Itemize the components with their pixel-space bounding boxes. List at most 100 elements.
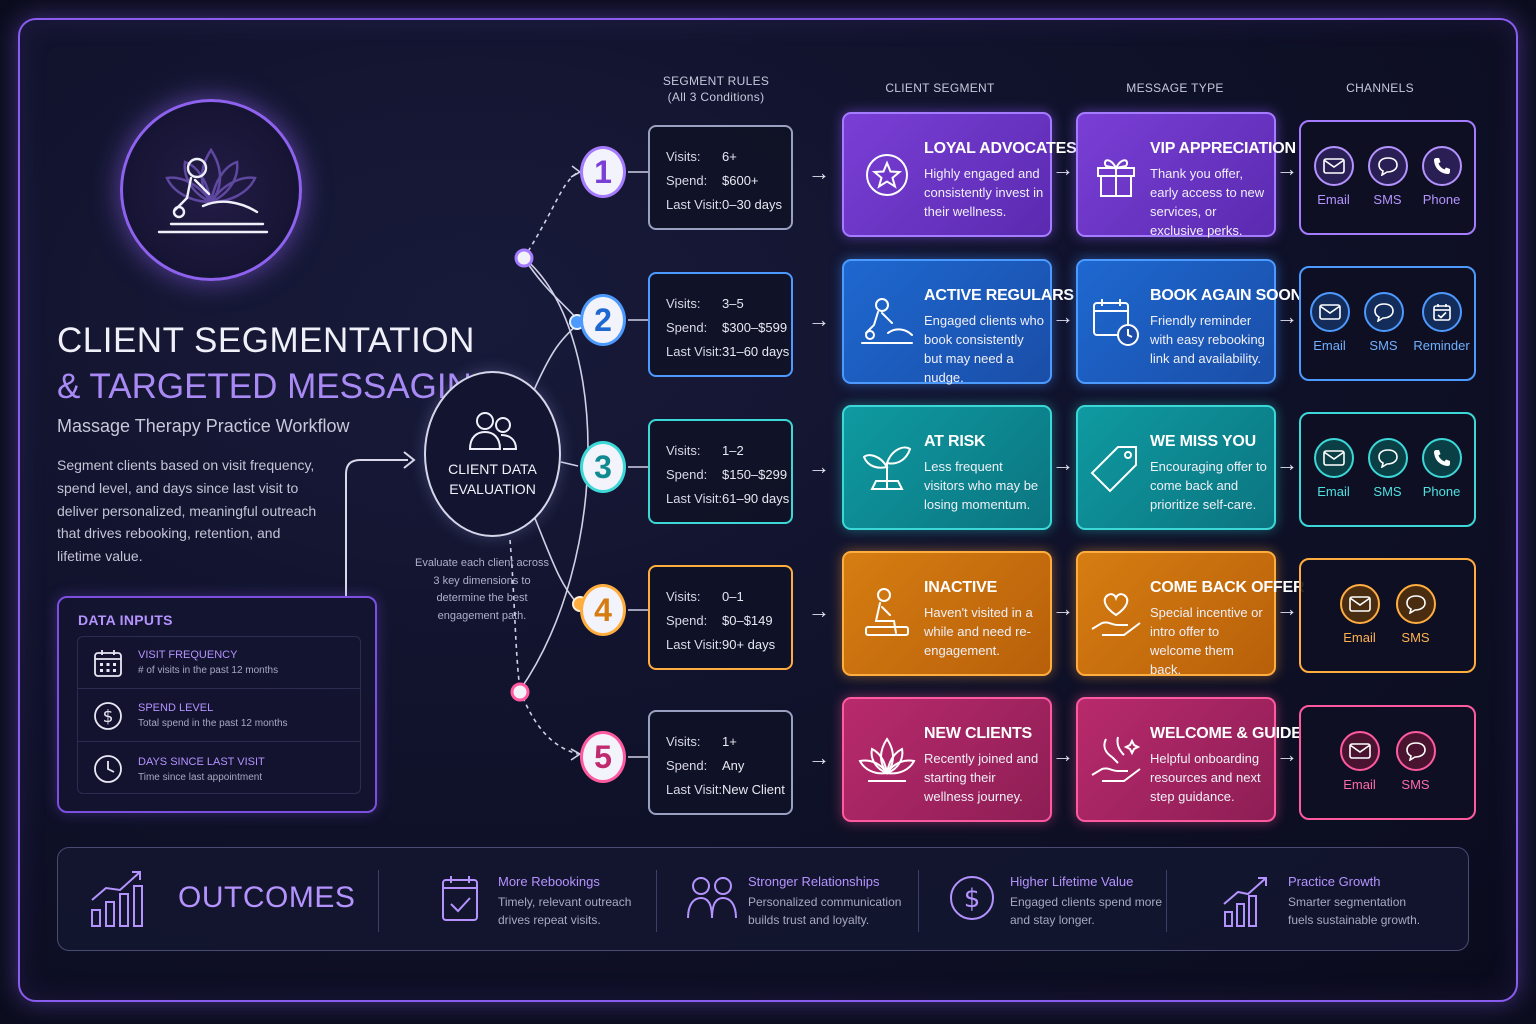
input-label: DAYS SINCE LAST VISIT [138, 755, 265, 768]
message-card-vip-appreciation[interactable]: VIP APPRECIATION Thank you offer, early … [1076, 112, 1296, 238]
clock-icon [94, 755, 122, 783]
input-sub: # of visits in the past 12 months [138, 665, 279, 676]
channel-label: Phone [1422, 484, 1461, 499]
channel-sms[interactable]: SMS [1393, 731, 1439, 818]
rule-box-2: Visits:3–5 Spend:$300–$599 Last Visit:31… [648, 272, 793, 377]
calendar-check-icon [442, 876, 478, 921]
segment-card-inactive[interactable]: INACTIVE Haven't visited in a while and … [842, 551, 1052, 676]
rule-spend: Any [722, 758, 745, 773]
sms-bubble-icon [1377, 157, 1398, 176]
tag-icon [1090, 446, 1137, 493]
outcome-title: More Rebookings [498, 874, 600, 889]
rule-key: Last Visit: [666, 344, 723, 359]
rule-last-visit: New Client [722, 782, 785, 797]
email-icon [1348, 743, 1371, 759]
sms-bubble-icon [1373, 303, 1394, 322]
segment-badge-3: 3 [580, 441, 626, 493]
segment-card-new-clients[interactable]: NEW CLIENTS Recently joined and starting… [842, 697, 1052, 822]
channel-label: Email [1317, 192, 1350, 207]
growth-bars-icon [1223, 877, 1267, 927]
center-caption: Evaluate each client across 3 key dimens… [415, 557, 549, 622]
lotus-icon [858, 737, 916, 782]
channel-label: SMS [1401, 630, 1430, 645]
calendar-icon [94, 649, 122, 677]
massage-lotus-icon [157, 147, 269, 234]
message-title: WE MISS YOU [1150, 433, 1256, 450]
channels-box-3: Email SMS Phone [1299, 412, 1476, 527]
channel-sms[interactable]: SMS [1365, 146, 1411, 233]
col-header-message: MESSAGE TYPE [1126, 81, 1224, 95]
channel-email[interactable]: Email [1337, 584, 1383, 671]
outcome-stronger-relationships: Stronger Relationships Personalized comm… [748, 874, 901, 929]
segment-badge-4: 4 [580, 584, 626, 636]
center-line1: CLIENT DATA [448, 461, 537, 477]
outcomes-panel: OUTCOMES More Rebookings Timely, relevan… [57, 847, 1469, 951]
outcome-title: Higher Lifetime Value [1010, 874, 1134, 889]
rule-last-visit: 90+ days [722, 637, 776, 652]
input-label: VISIT FREQUENCY [138, 649, 238, 661]
channel-email[interactable]: Email [1307, 292, 1353, 379]
people-icon [687, 877, 737, 919]
rule-last-visit: 31–60 days [722, 344, 790, 359]
channel-sms[interactable]: SMS [1365, 438, 1411, 525]
calendar-clock-icon [1093, 299, 1139, 346]
channel-sms[interactable]: SMS [1361, 292, 1407, 379]
segment-body: Haven't visited in a while and need re-e… [924, 605, 1033, 658]
hand-sparkle-icon [1091, 736, 1141, 782]
rule-key: Last Visit: [666, 491, 723, 506]
arrow-right-icon: → [1276, 742, 1298, 767]
arrow-right-icon: → [1052, 596, 1074, 621]
rule-key: Spend: [666, 320, 708, 335]
channel-phone[interactable]: Phone [1419, 146, 1465, 233]
center-line2: EVALUATION [449, 481, 536, 497]
channel-label: SMS [1373, 484, 1402, 499]
arrow-right-icon: → [1276, 304, 1298, 329]
message-body: Friendly reminder with easy rebooking li… [1150, 313, 1265, 366]
segment-card-at-risk[interactable]: AT RISK Less frequent visitors who may b… [842, 405, 1052, 530]
seated-person-icon [865, 588, 909, 636]
segment-card-loyal-advocates[interactable]: LOYAL ADVOCATES Highly engaged and consi… [842, 112, 1077, 237]
channel-phone[interactable]: Phone [1419, 438, 1465, 525]
sms-bubble-icon [1405, 595, 1426, 614]
rule-key: Spend: [666, 467, 708, 482]
dollar-circle-icon: $ [950, 876, 994, 920]
message-card-we-miss-you[interactable]: WE MISS YOU Encouraging offer to come ba… [1076, 405, 1276, 530]
message-title: COME BACK OFFER [1150, 579, 1305, 596]
arrow-right-icon: → [1052, 742, 1074, 767]
message-card-book-again-soon[interactable]: BOOK AGAIN SOON Friendly reminder with e… [1076, 259, 1302, 384]
channel-sms[interactable]: SMS [1393, 584, 1439, 671]
channel-label: Email [1343, 777, 1376, 792]
arrow-right-icon: → [808, 160, 830, 185]
segment-body: Engaged clients who book consistently bu… [924, 313, 1044, 385]
rule-box-5: Visits:1+ Spend:Any Last Visit:New Clien… [648, 710, 793, 815]
rule-visits: 0–1 [722, 589, 744, 604]
rule-spend: $600+ [722, 173, 759, 188]
message-title: WELCOME & GUIDE [1150, 725, 1302, 742]
channels-box-5: Email SMS [1299, 705, 1476, 820]
email-icon [1322, 450, 1345, 466]
outcome-title: Stronger Relationships [748, 874, 880, 889]
rule-key: Last Visit: [666, 637, 723, 652]
email-icon [1322, 158, 1345, 174]
divider [1166, 870, 1167, 932]
outcome-body: Personalized communication [748, 895, 902, 909]
rule-key: Last Visit: [666, 782, 723, 797]
channel-email[interactable]: Email [1311, 146, 1357, 233]
dollar-icon: $ [94, 701, 122, 730]
channel-email[interactable]: Email [1337, 731, 1383, 818]
segment-title: AT RISK [924, 433, 986, 450]
message-card-come-back-offer[interactable]: COME BACK OFFER Special incentive or int… [1076, 551, 1305, 677]
rule-key: Visits: [666, 149, 701, 164]
channel-reminder[interactable]: Reminder [1413, 292, 1470, 379]
arrow-right-icon: → [1052, 156, 1074, 181]
growth-chart-icon [91, 871, 143, 927]
message-card-welcome-guide[interactable]: WELCOME & GUIDE Helpful onboarding resou… [1076, 697, 1302, 822]
rule-box-3: Visits:1–2 Spend:$150–$299 Last Visit:61… [648, 419, 793, 524]
channel-email[interactable]: Email [1311, 438, 1357, 525]
segment-card-active-regulars[interactable]: ACTIVE REGULARS Engaged clients who book… [842, 259, 1074, 385]
message-body: Encouraging offer to come back and prior… [1150, 459, 1267, 512]
rule-box-1: Visits:6+ Spend:$600+ Last Visit:0–30 da… [648, 125, 793, 230]
rule-visits: 3–5 [722, 296, 744, 311]
